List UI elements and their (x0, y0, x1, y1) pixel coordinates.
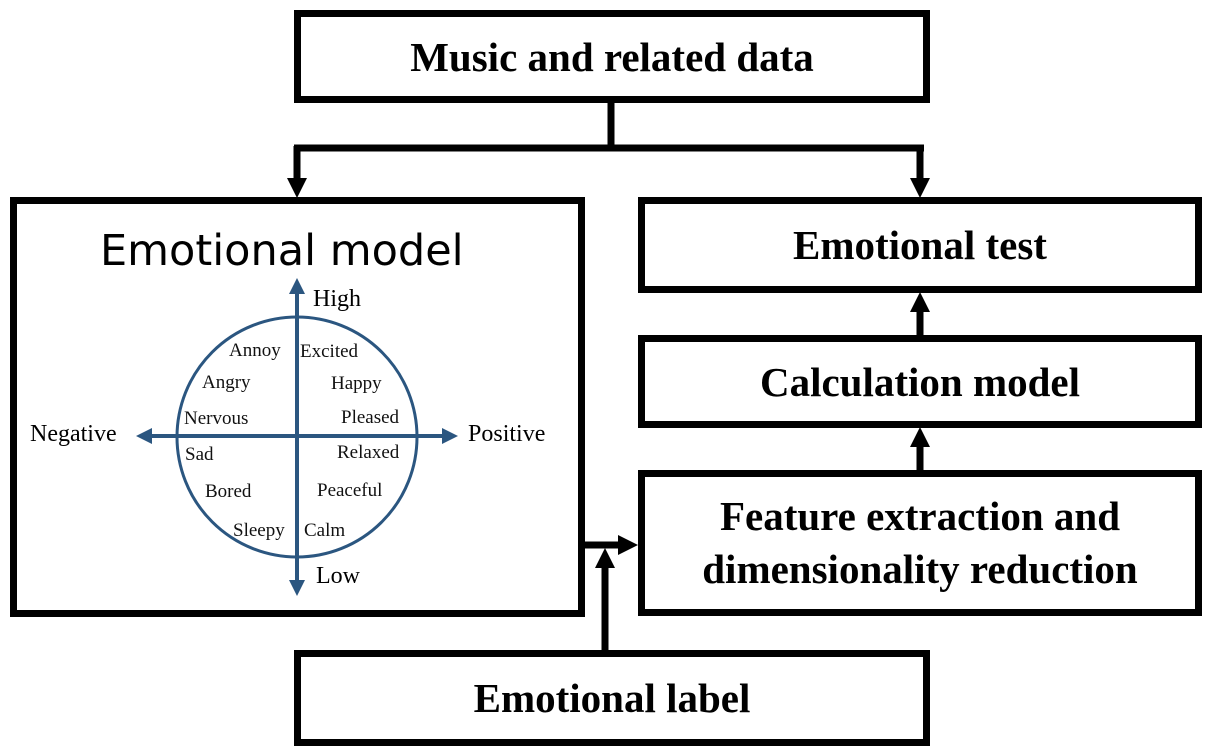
arrowhead-to-emotional-test (910, 178, 930, 198)
emotion-bored: Bored (205, 481, 252, 502)
feature-extraction-label-line1: Feature extraction and (719, 493, 1121, 539)
music-data-box: Music and related data (294, 10, 930, 103)
arrow-right-icon (442, 428, 458, 444)
arrowhead-to-feature (618, 535, 638, 555)
emotion-angry: Angry (202, 372, 251, 393)
axis-label-high: High (313, 286, 361, 312)
feature-extraction-box: Feature extraction and dimensionality re… (638, 470, 1202, 616)
arrow-down-icon (289, 580, 305, 596)
emotional-test-label: Emotional test (793, 222, 1047, 268)
emotional-label-text: Emotional label (473, 675, 751, 721)
axis-label-positive: Positive (468, 421, 546, 447)
arrowhead-to-calculation (910, 427, 930, 447)
arrowhead-to-emotional-test-up (910, 292, 930, 312)
axis-label-low: Low (316, 563, 360, 589)
arrowhead-label-up (595, 548, 615, 568)
emotion-relaxed: Relaxed (337, 442, 400, 463)
emotion-annoy: Annoy (229, 340, 281, 361)
arrowhead-to-emotional-model (287, 178, 307, 198)
emotion-peaceful: Peaceful (317, 480, 383, 501)
emotional-label-box: Emotional label (294, 650, 930, 746)
emotion-sleepy: Sleepy (233, 520, 285, 541)
axis-label-negative: Negative (30, 421, 117, 447)
emotion-pleased: Pleased (341, 407, 400, 428)
arrow-up-icon (289, 278, 305, 294)
emotion-sad: Sad (185, 444, 214, 465)
emotion-excited: Excited (300, 341, 359, 362)
calculation-model-box: Calculation model (638, 335, 1202, 428)
emotion-happy: Happy (331, 373, 382, 394)
music-data-label: Music and related data (410, 33, 814, 80)
emotion-nervous: Nervous (184, 408, 249, 429)
feature-extraction-label-line2: dimensionality reduction (702, 546, 1138, 592)
arrow-left-icon (136, 428, 152, 444)
emotional-test-box: Emotional test (638, 197, 1202, 293)
emotion-calm: Calm (304, 520, 346, 541)
emotional-model-title: Emotional model (100, 226, 464, 276)
calculation-model-label: Calculation model (759, 358, 1081, 405)
